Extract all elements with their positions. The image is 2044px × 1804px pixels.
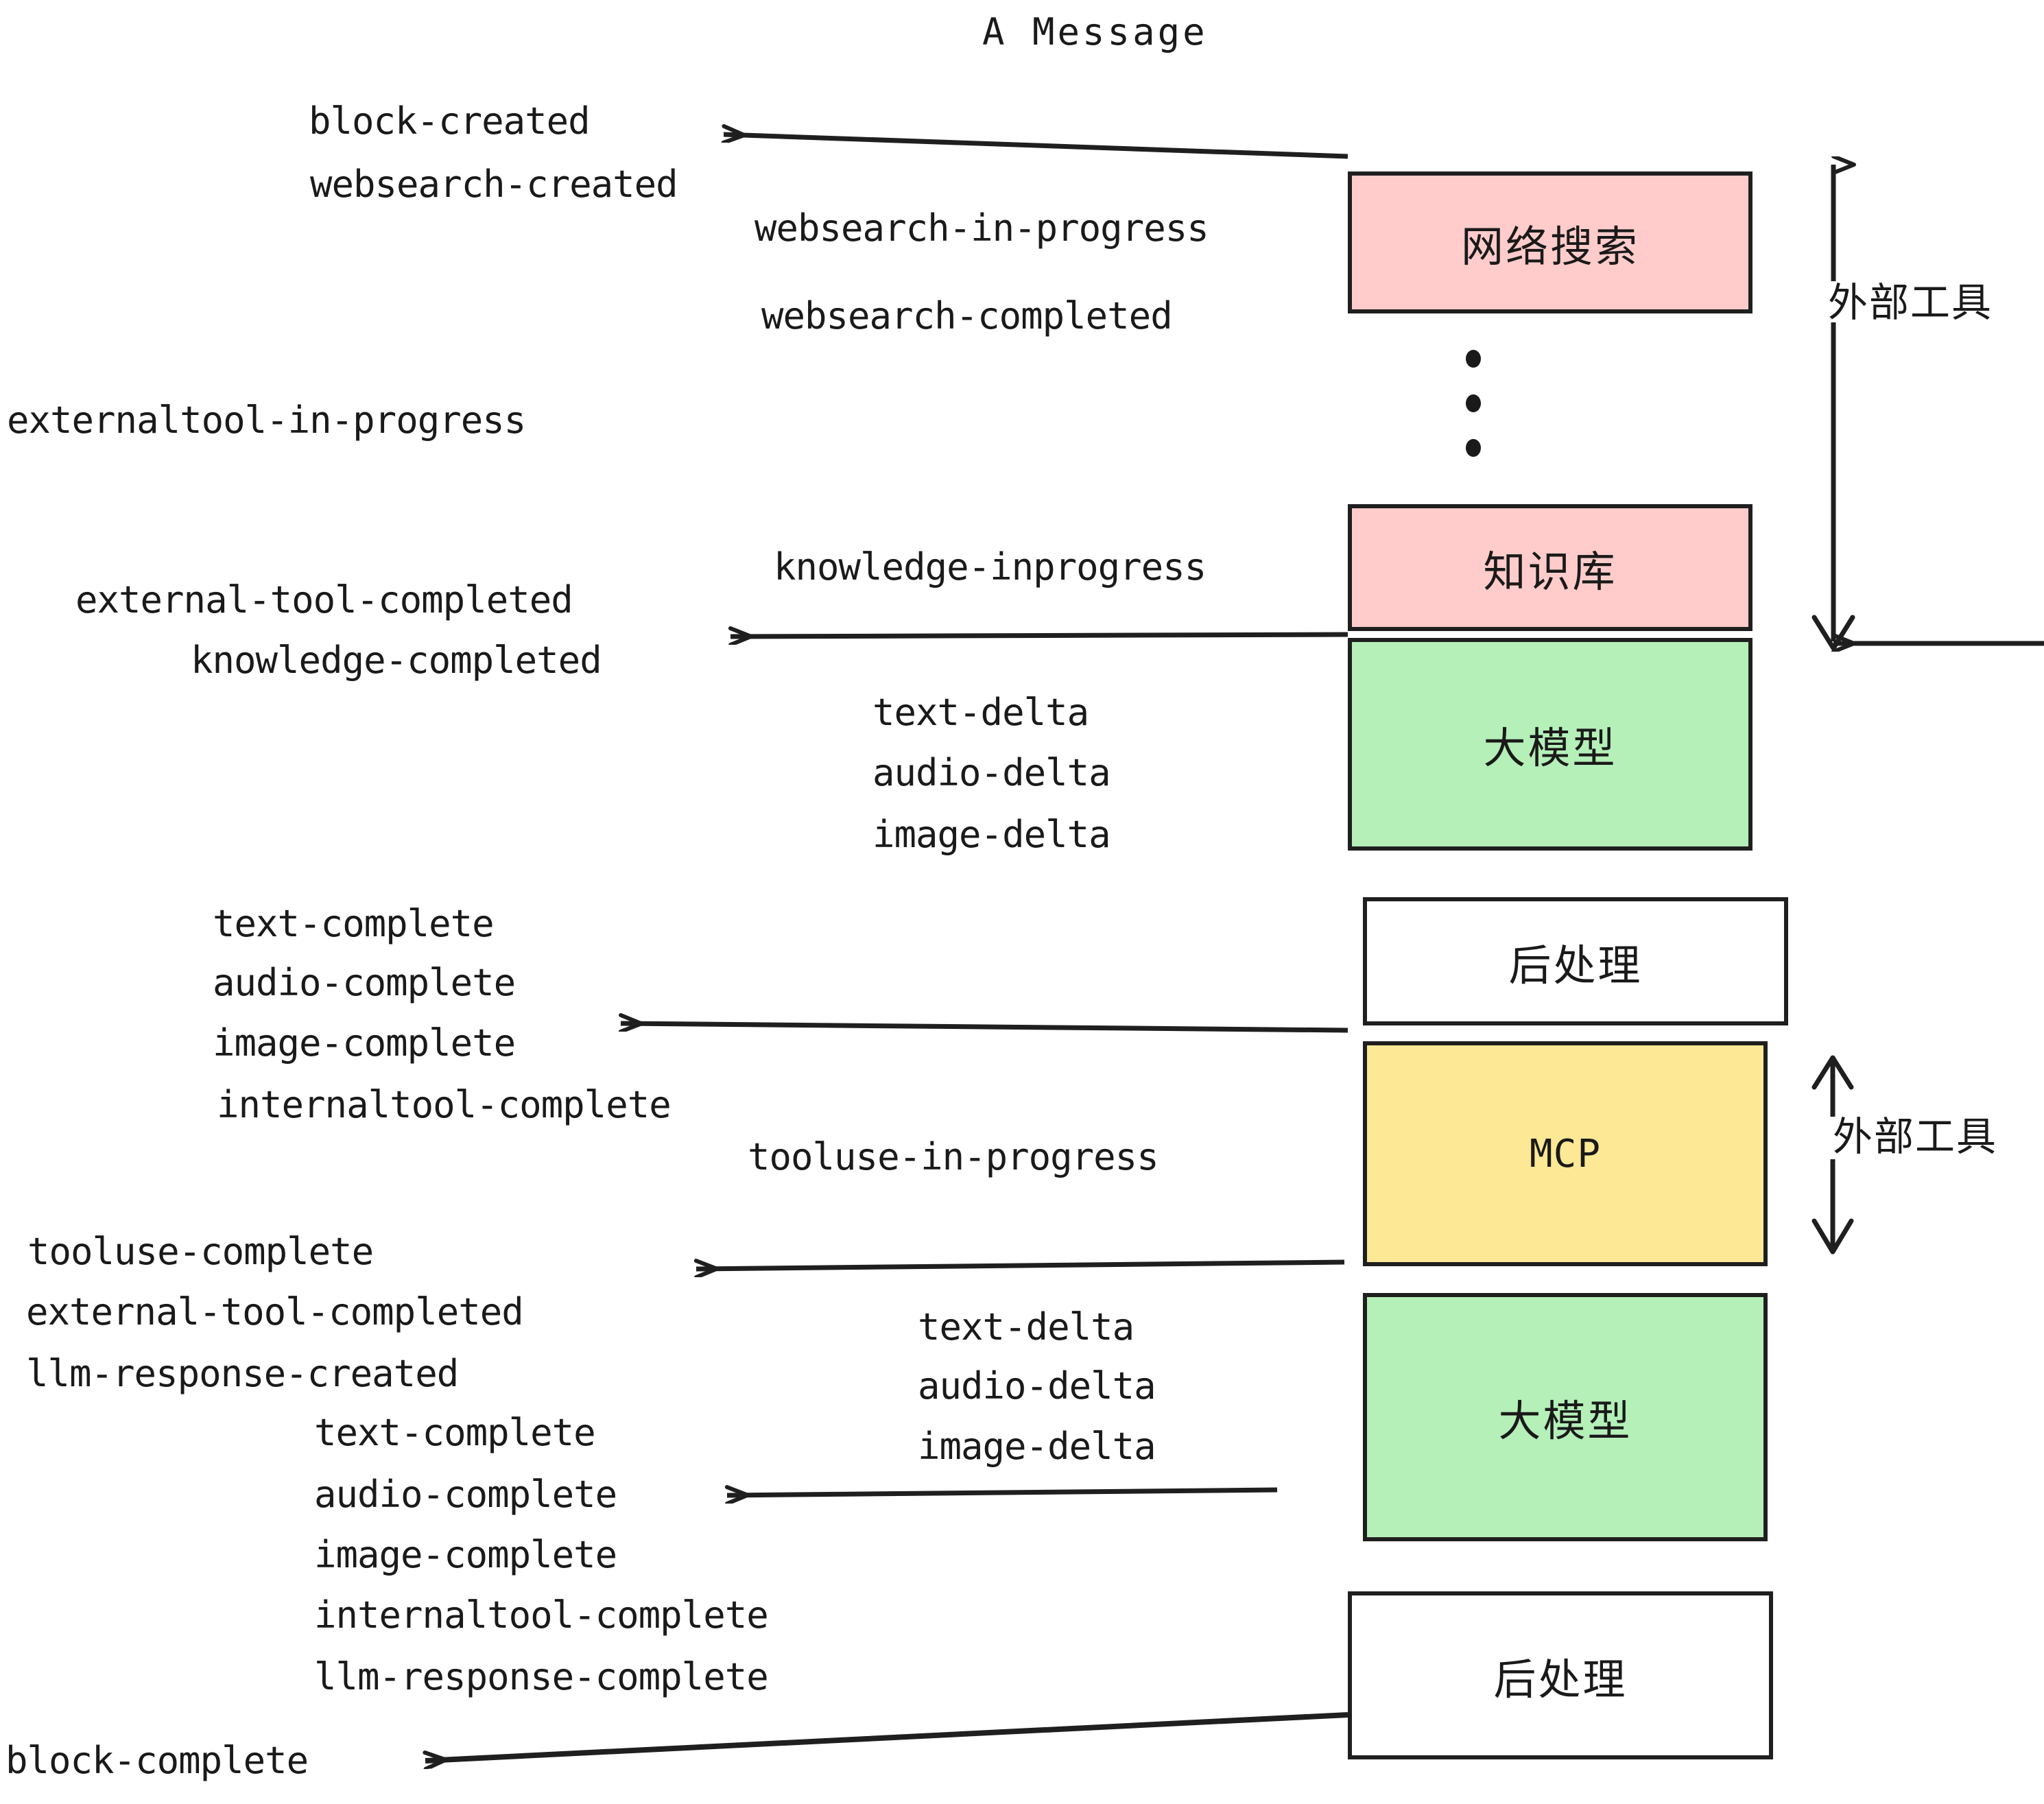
event-audio-delta-2: audio-delta: [918, 1364, 1156, 1408]
event-image-complete-1: image-complete: [213, 1021, 516, 1065]
event-websearch-in-progress: websearch-in-progress: [754, 206, 1209, 250]
arrow-postprocess-to-image-complete: [621, 1023, 1348, 1033]
event-audio-complete-2: audio-complete: [314, 1473, 617, 1516]
event-image-delta-2: image-delta: [918, 1425, 1156, 1468]
event-audio-complete-1: audio-complete: [213, 961, 516, 1004]
node-mcp-label: MCP: [1529, 1131, 1602, 1176]
event-internaltool-complete-2: internaltool-complete: [314, 1593, 769, 1637]
event-externaltool-in-progress: externaltool-in-progress: [7, 399, 526, 442]
event-block-created: block-created: [309, 99, 591, 143]
event-audio-delta-1: audio-delta: [872, 751, 1111, 794]
node-llm-bottom[interactable]: 大模型: [1363, 1293, 1768, 1541]
node-websearch[interactable]: 网络搜索: [1348, 171, 1752, 313]
event-external-tool-completed-1: external-tool-completed: [75, 578, 573, 621]
node-postprocess-top[interactable]: 后处理: [1363, 897, 1788, 1025]
page-title: A Message: [982, 10, 1208, 54]
external-tool-range-top: [1811, 165, 2044, 648]
event-tooluse-complete: tooluse-complete: [27, 1230, 374, 1273]
event-knowledge-inprogress: knowledge-inprogress: [774, 545, 1207, 589]
side-label-external-tool-bottom: 外部工具: [1833, 1113, 1998, 1160]
node-postprocess-bottom[interactable]: 后处理: [1348, 1591, 1773, 1759]
event-internaltool-complete-1: internaltool-complete: [217, 1083, 672, 1126]
ellipsis-dot: [1466, 439, 1481, 457]
event-knowledge-completed: knowledge-completed: [191, 639, 602, 682]
node-mcp[interactable]: MCP: [1363, 1041, 1768, 1266]
event-external-tool-completed-2: external-tool-completed: [26, 1290, 524, 1333]
node-websearch-label: 网络搜索: [1460, 221, 1639, 272]
event-image-delta-1: image-delta: [872, 813, 1111, 856]
node-llm-top[interactable]: 大模型: [1348, 638, 1752, 851]
event-text-complete-2: text-complete: [314, 1411, 596, 1454]
event-websearch-completed: websearch-completed: [761, 294, 1173, 337]
event-llm-response-created: llm-response-created: [26, 1352, 459, 1395]
side-label-external-tool-top: 外部工具: [1828, 279, 1993, 326]
event-tooluse-in-progress: tooluse-in-progress: [748, 1135, 1159, 1178]
event-text-delta-1: text-delta: [872, 691, 1089, 734]
arrow-mcp-to-tooluse-complete: [696, 1262, 1345, 1269]
node-knowledge[interactable]: 知识库: [1348, 504, 1752, 631]
event-block-complete: block-complete: [5, 1739, 309, 1782]
arrow-postprocess-to-block-complete: [425, 1712, 1348, 1761]
ellipsis-dot: [1466, 394, 1481, 412]
event-text-complete-1: text-complete: [213, 902, 495, 945]
ellipsis-dot: [1466, 350, 1481, 368]
node-llm-bottom-label: 大模型: [1498, 1396, 1632, 1446]
event-websearch-created: websearch-created: [310, 163, 678, 206]
node-postprocess-top-label: 后处理: [1508, 940, 1643, 990]
arrow-knowledge-to-completed: [730, 634, 1348, 637]
arrow-websearch-to-block-created: [724, 134, 1348, 159]
node-knowledge-label: 知识库: [1483, 546, 1617, 597]
event-image-complete-2: image-complete: [314, 1533, 617, 1576]
node-llm-top-label: 大模型: [1483, 723, 1617, 773]
event-llm-response-complete: llm-response-complete: [314, 1655, 769, 1698]
event-text-delta-2: text-delta: [918, 1305, 1134, 1349]
arrow-llm-to-audio-complete: [727, 1490, 1278, 1495]
node-postprocess-bottom-label: 后处理: [1493, 1654, 1628, 1705]
